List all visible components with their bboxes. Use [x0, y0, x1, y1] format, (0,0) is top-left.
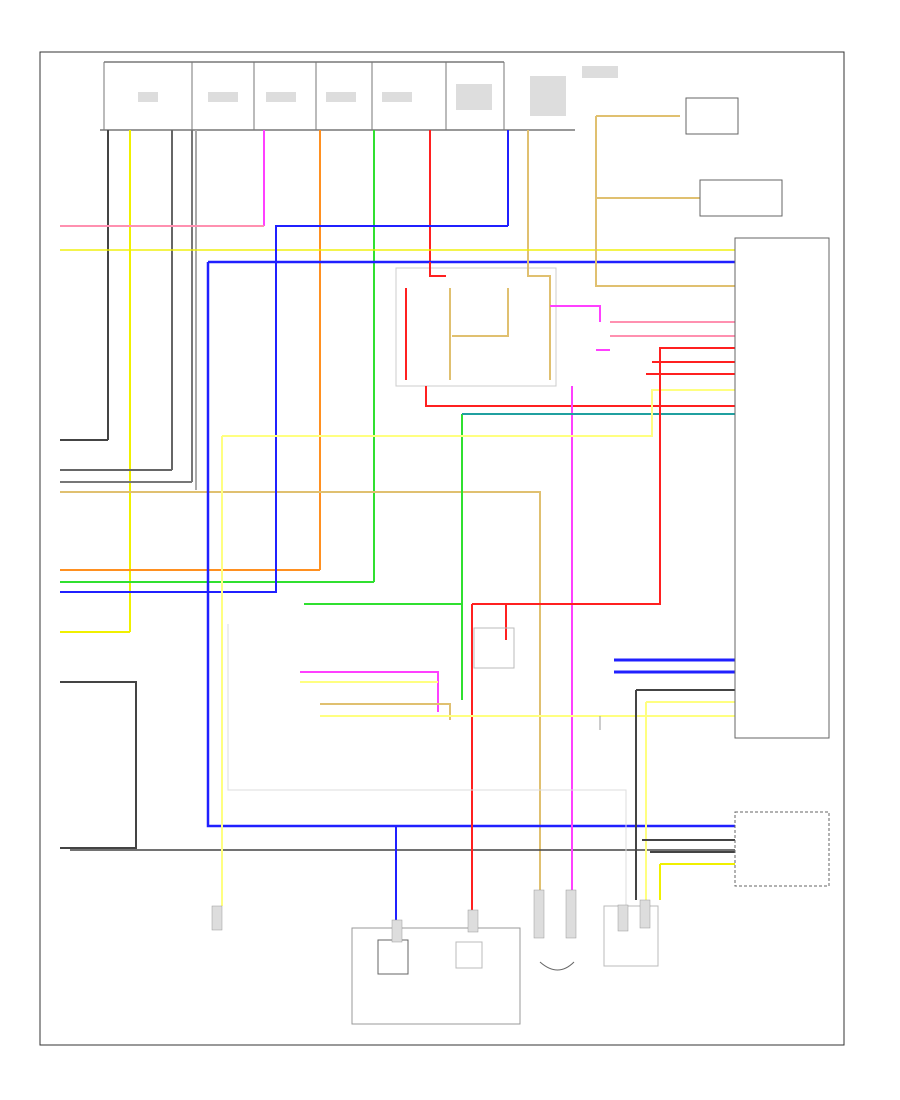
component-bottom-d: [603, 905, 659, 967]
bus-wires: [70, 260, 735, 851]
tcm-connector-upper: [734, 237, 830, 739]
lower-middle-wires: [227, 624, 735, 905]
diagram-border: [39, 51, 845, 1046]
top-connector-header: [100, 61, 618, 131]
sensor-middle: [473, 627, 515, 669]
tcm-connector-lower: [734, 811, 830, 887]
sensor-top-right: [699, 179, 783, 217]
component-bottom-a: [377, 939, 409, 975]
component-bottom-b: [455, 941, 483, 969]
central-switch-area: [395, 252, 735, 890]
top-connector-wires: [107, 130, 529, 632]
connector-markers: [211, 889, 651, 943]
engine-module-label-area: [188, 990, 258, 1046]
components: [188, 97, 830, 1046]
bottom-wires: [395, 826, 735, 920]
component-bottom-c: [539, 961, 575, 971]
tcm-signal-wires: [221, 115, 735, 910]
relay-top-right: [685, 97, 739, 135]
left-side-wires: [60, 225, 735, 890]
bottom-group-box: [351, 927, 521, 1025]
